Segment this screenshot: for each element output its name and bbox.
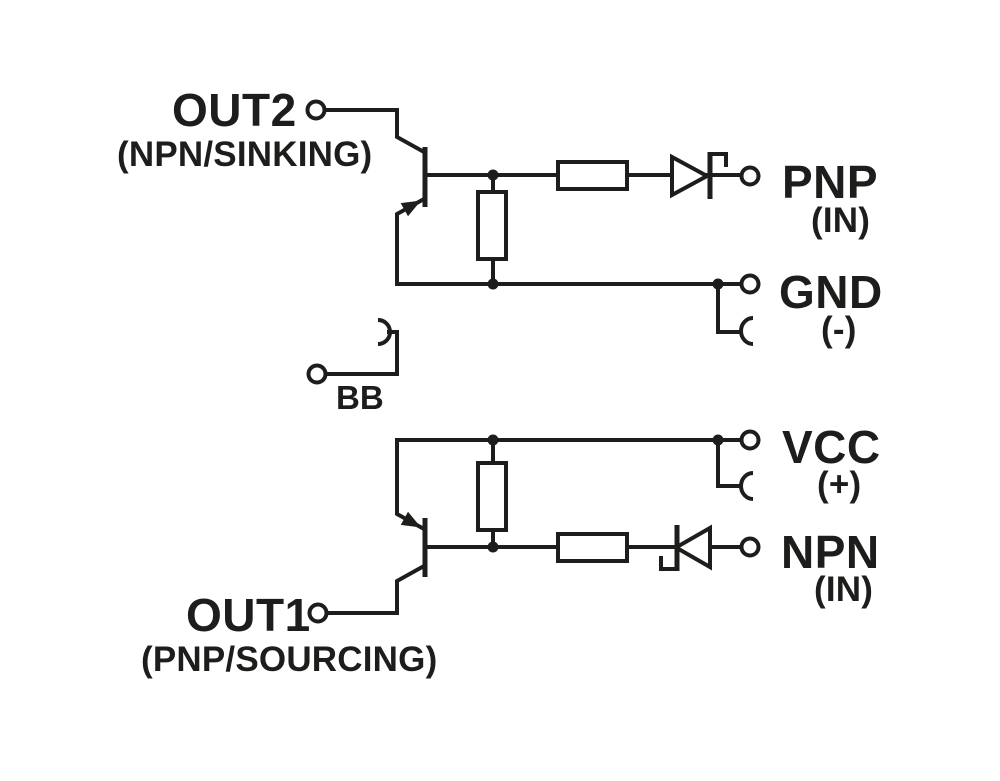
diode-icon bbox=[670, 152, 728, 199]
gnd-bridge-socket-icon bbox=[716, 284, 754, 346]
transistor-arrow-icon bbox=[400, 511, 421, 528]
junction-dot bbox=[487, 169, 499, 181]
transistor-arrow-icon bbox=[400, 200, 421, 217]
gnd-terminal-icon bbox=[739, 273, 761, 295]
pnp-sublabel: (IN) bbox=[811, 201, 871, 240]
bb-bridge-socket-icon bbox=[377, 318, 392, 346]
out2-label: OUT2 bbox=[172, 84, 297, 136]
out1-label: OUT1 bbox=[186, 589, 311, 641]
wire-out2-collector bbox=[325, 108, 425, 154]
sinking-output-circuit bbox=[305, 99, 761, 346]
junction-dot bbox=[487, 541, 499, 553]
diode-icon bbox=[659, 524, 712, 571]
gnd-label: GND bbox=[779, 266, 883, 318]
gnd-sublabel: (-) bbox=[821, 310, 857, 349]
resistor-vertical-icon bbox=[476, 190, 508, 261]
bb-terminal-icon bbox=[306, 363, 328, 385]
wire-collector-out1 bbox=[327, 564, 425, 615]
npn-sublabel: (IN) bbox=[814, 570, 874, 609]
vcc-label: VCC bbox=[782, 421, 881, 473]
resistor-series-icon bbox=[556, 532, 629, 563]
vcc-sublabel: (+) bbox=[817, 465, 862, 504]
bb-circuit bbox=[306, 318, 399, 385]
wire-emitter-gnd-rail bbox=[395, 197, 741, 286]
out2-sublabel: (NPN/SINKING) bbox=[117, 135, 373, 174]
out2-terminal-icon bbox=[305, 99, 327, 121]
junction-dot bbox=[487, 434, 499, 446]
vcc-terminal-icon bbox=[739, 429, 761, 451]
junction-dot bbox=[487, 278, 499, 290]
npn-terminal-icon bbox=[739, 536, 761, 558]
pnp-terminal-icon bbox=[739, 165, 761, 187]
sourcing-output-circuit bbox=[307, 429, 761, 624]
npn-label: NPN bbox=[781, 526, 880, 578]
out1-terminal-icon bbox=[307, 602, 329, 624]
resistor-vertical-icon bbox=[476, 461, 508, 532]
bb-label: BB bbox=[336, 379, 384, 416]
pnp-label: PNP bbox=[782, 156, 879, 208]
wire-vcc-emitter-rail bbox=[395, 438, 741, 531]
vcc-bridge-socket-icon bbox=[716, 440, 754, 501]
resistor-series-icon bbox=[556, 160, 629, 191]
out1-sublabel: (PNP/SOURCING) bbox=[141, 640, 438, 679]
